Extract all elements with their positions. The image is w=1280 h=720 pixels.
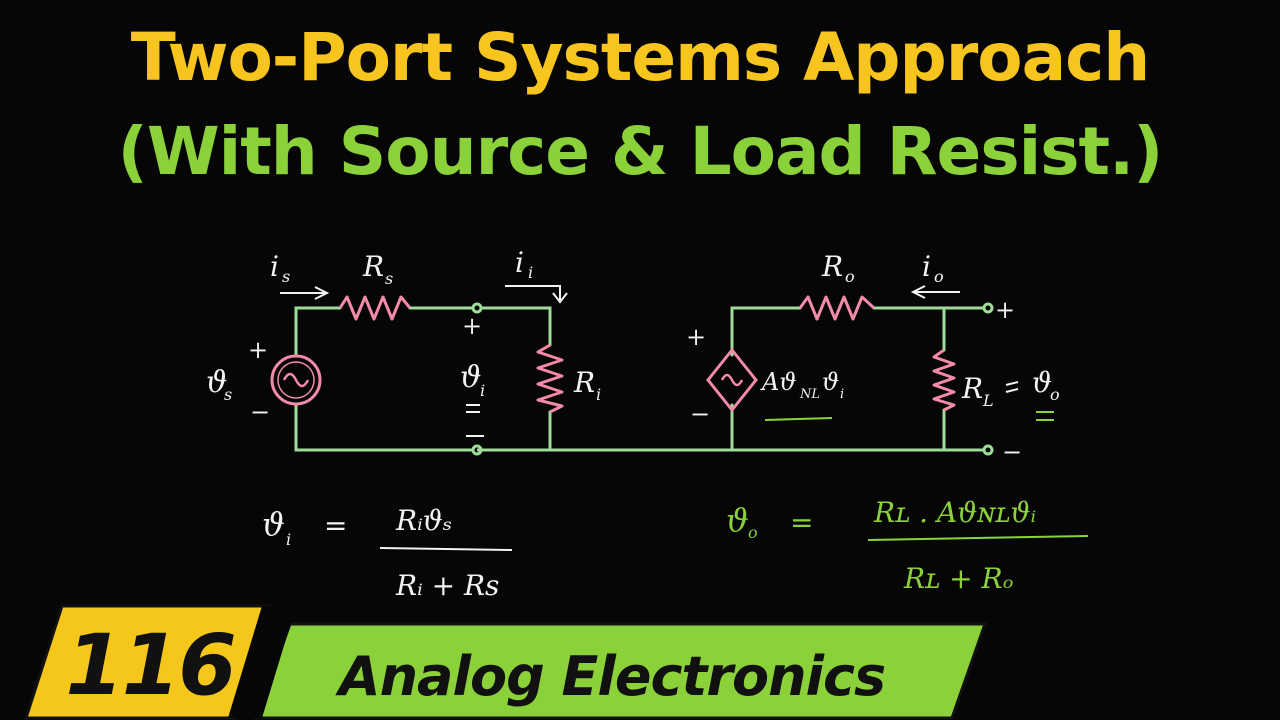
source-current-arrow-icon [280,286,330,300]
label-source-current: i [270,250,279,283]
eq-input-fraction-bar [379,547,513,551]
output-terminal-top [982,302,994,314]
label-dep-plus: + [686,323,706,351]
label-input-plus: + [462,312,482,340]
sine-wave-icon [720,373,744,387]
eq-input-lhs-sub: i [286,530,291,549]
label-dep-minus: − [690,400,710,428]
input-resistor-zigzag [536,343,564,414]
eq-input-equals: = [324,509,347,542]
eq-output-lhs: ϑ [726,501,749,539]
eq-output-fraction-bar [867,535,1089,541]
source-resistor-zigzag [338,295,412,321]
label-source-current-sub: s [282,267,290,286]
load-resistor-zigzag [932,348,956,412]
sine-wave-icon [282,372,310,388]
output-voltage-equation: ϑ o = Rʟ . Aϑɴʟϑᵢ Rʟ + Rₒ [726,496,1036,595]
label-load-resistor-sub: L [982,391,994,410]
wire-left-top [294,306,342,357]
eq-output-denominator: Rʟ + Rₒ [903,562,1013,595]
label-output-voltage: ϑ [1032,366,1052,399]
label-dependent-gain-sub: NL [799,387,820,402]
label-source-plus: + [248,336,268,364]
label-input-resistor: R [573,366,595,399]
eq-input-numerator: Rᵢϑₛ [395,504,452,537]
wire-bottom [294,403,552,452]
label-out-minus: − [1002,438,1022,466]
output-terminal-bottom [982,444,994,456]
output-current-arrow-icon [910,285,960,299]
label-source-voltage-sub: s [224,385,232,404]
input-terminal-top [471,302,483,314]
title-line-1: Two-Port Systems Approach [130,19,1151,96]
input-voltage-equation: ϑ i = Rᵢϑₛ Rᵢ + Rs [262,504,499,602]
load-eq-mark-2 [1005,388,1019,393]
eq-input-denominator: Rᵢ + Rs [395,569,499,602]
eq-input-lhs: ϑ [262,505,285,543]
wire-out-left-top [730,306,802,357]
label-input-current: i [515,246,524,279]
label-dependent-var: ϑ [822,368,839,396]
title-line-2: (With Source & Load Resist.) [117,113,1164,190]
label-input-voltage-sub: i [480,381,485,400]
label-out-plus: + [995,296,1015,324]
label-output-current: i [922,250,931,283]
output-circuit [730,302,994,456]
label-source-resistor: R [362,250,384,283]
label-source-voltage: ϑ [206,365,227,400]
label-output-voltage-sub: o [1050,385,1060,404]
episode-number: 116 [65,616,234,714]
wire-out-bottom [730,403,987,452]
input-current-arrow-icon [505,285,568,304]
label-output-current-sub: o [934,267,944,286]
course-name: Analog Electronics [335,645,885,708]
wire-top-right [408,306,552,347]
output-resistor-zigzag [798,295,876,321]
eq-output-lhs-sub: o [748,523,758,542]
label-output-resistor: R [821,250,843,283]
eq-output-equals: = [790,506,813,539]
label-source-resistor-sub: s [385,269,393,288]
load-eq-mark-1 [1005,381,1019,386]
eq-output-numerator: Rʟ . Aϑɴʟϑᵢ [873,496,1036,529]
label-source-minus: − [250,398,270,426]
ac-voltage-source [270,354,322,406]
label-input-current-sub: i [528,263,533,282]
episode-banner: 116 Analog Electronics [23,604,988,720]
input-circuit [294,302,552,456]
label-input-voltage: ϑ [460,360,481,395]
label-load-resistor: R [961,372,983,405]
dependent-voltage-source [706,347,758,413]
label-output-resistor-sub: o [845,267,855,286]
label-input-resistor-sub: i [596,385,601,404]
label-dependent-gain: Aϑ [760,368,797,396]
banner-divider [228,606,296,718]
gain-underline [764,417,833,421]
label-dependent-var-sub: i [840,387,844,402]
